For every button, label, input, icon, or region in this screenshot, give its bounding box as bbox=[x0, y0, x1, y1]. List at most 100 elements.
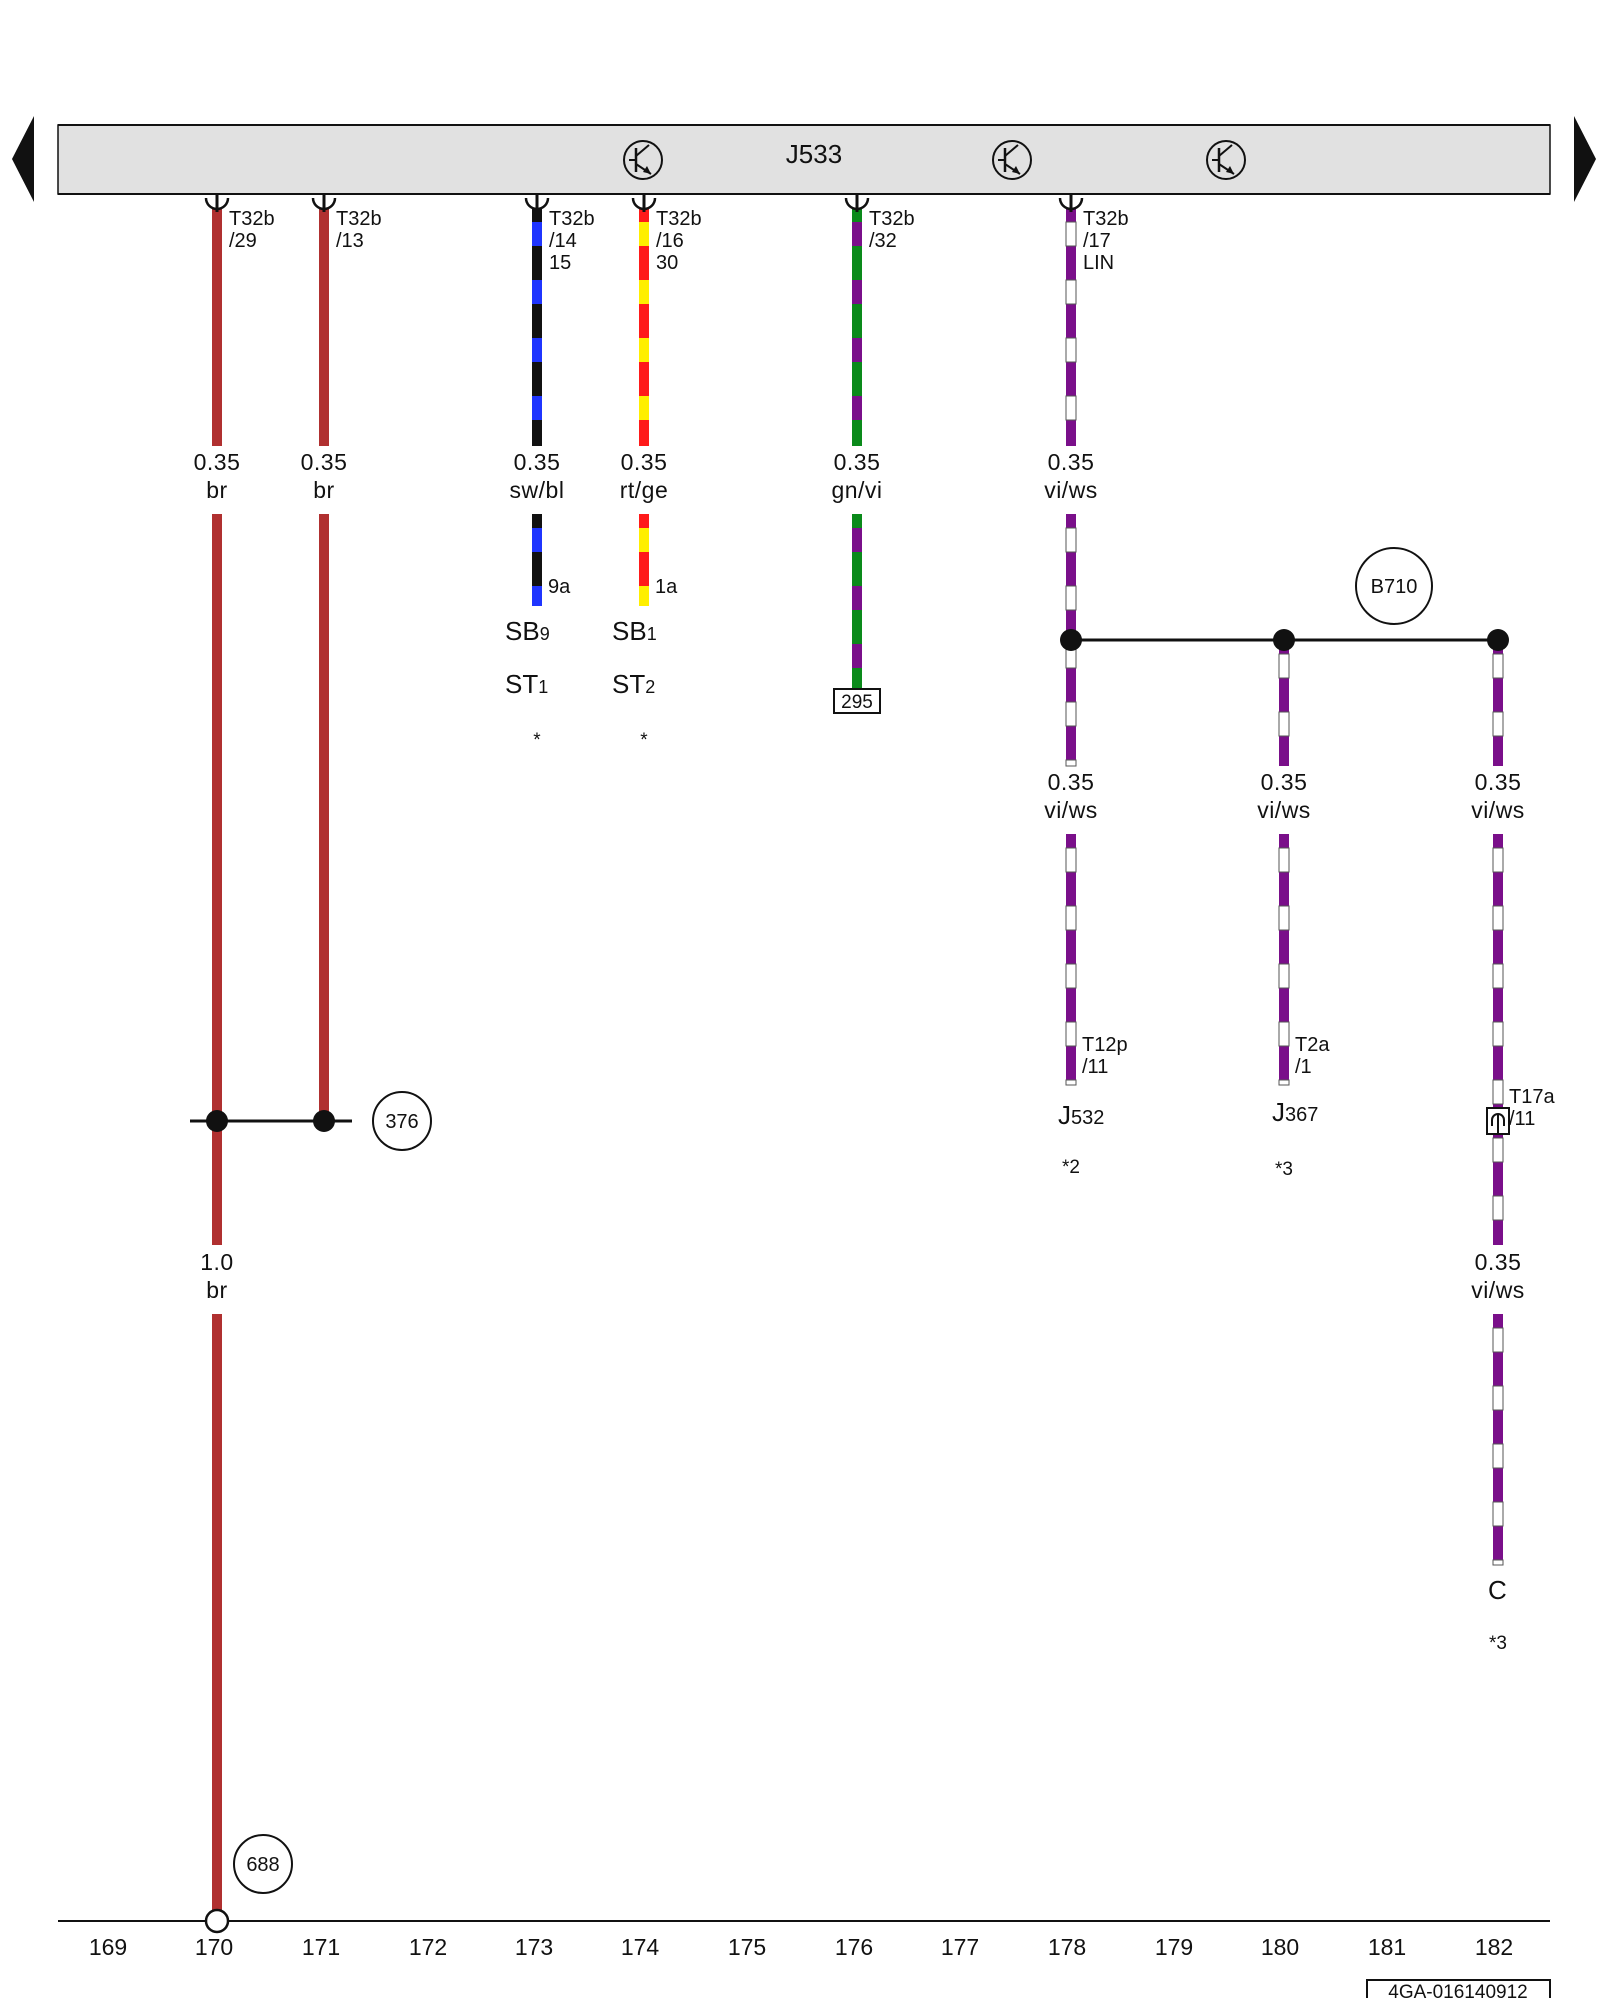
wire-segment bbox=[852, 514, 862, 689]
wire-stripe bbox=[639, 280, 649, 304]
transistor-icon bbox=[992, 140, 1032, 180]
svg-text:ST2: ST2 bbox=[612, 669, 655, 699]
svg-text:/14: /14 bbox=[549, 230, 577, 252]
wire-stripe bbox=[1492, 1385, 1504, 1411]
wire-stripe bbox=[639, 338, 649, 362]
wire-color-label: vi/ws bbox=[1044, 477, 1098, 503]
wire-stripe bbox=[1065, 905, 1077, 931]
wire-stripe bbox=[852, 528, 862, 552]
svg-text:SB9: SB9 bbox=[505, 616, 550, 646]
transistor-icon bbox=[623, 140, 663, 180]
fuse-pin-label: 1a bbox=[655, 576, 678, 598]
svg-text:T32b: T32b bbox=[229, 208, 275, 230]
svg-text:30: 30 bbox=[656, 252, 678, 274]
fuse-note: * bbox=[533, 730, 541, 751]
wire-color-label: sw/bl bbox=[510, 477, 565, 503]
plug-connector-icon bbox=[1486, 1107, 1510, 1135]
wire-size-label: 0.35 bbox=[301, 449, 348, 475]
node-376[interactable]: 376 bbox=[372, 1091, 432, 1151]
wire-color-label: br bbox=[206, 1277, 227, 1303]
connector-label: T32b bbox=[656, 208, 702, 230]
node-label: 688 bbox=[246, 1854, 279, 1876]
svg-text:J532: J532 bbox=[1058, 1100, 1104, 1130]
wire-size-label: 0.35 bbox=[1475, 769, 1522, 795]
control-unit-label: J533 bbox=[786, 139, 842, 169]
ground-terminal-icon bbox=[204, 1908, 230, 1934]
wire-stripe bbox=[1065, 701, 1077, 727]
wire-color-label: br bbox=[206, 477, 227, 503]
wire-stripe bbox=[532, 586, 542, 606]
wire-size-label: 0.35 bbox=[194, 449, 241, 475]
wire-layer bbox=[212, 208, 1504, 1921]
wire-stripe bbox=[532, 338, 542, 362]
connector-label: T32b bbox=[549, 208, 595, 230]
svg-text:T32b: T32b bbox=[336, 208, 382, 230]
wire-stripe bbox=[852, 222, 862, 246]
junction-dot bbox=[1273, 629, 1295, 651]
wire-segment bbox=[212, 208, 222, 446]
svg-text:SB1: SB1 bbox=[612, 616, 657, 646]
component-number: 532 bbox=[1071, 1107, 1104, 1129]
fuse-label: SB bbox=[505, 616, 540, 646]
connector-pin: /11 bbox=[1509, 1108, 1535, 1130]
wire-stripe bbox=[852, 644, 862, 668]
wire-color-label: vi/ws bbox=[1471, 1277, 1525, 1303]
connector-pin: /16 bbox=[656, 230, 684, 252]
grid-number: 174 bbox=[621, 1934, 660, 1960]
junction-dot bbox=[206, 1110, 228, 1132]
connector-label: T17a bbox=[1509, 1086, 1555, 1108]
node-b710[interactable]: B710 bbox=[1355, 547, 1433, 625]
fuse-holder-number: 1 bbox=[538, 677, 548, 697]
wire-stripe bbox=[639, 586, 649, 606]
grid-number: 169 bbox=[89, 1934, 127, 1960]
cross-reference-295[interactable]: 295 bbox=[833, 688, 881, 714]
wire-segment bbox=[212, 514, 222, 1121]
wire-color-label: vi/ws bbox=[1471, 797, 1525, 823]
component-note: *2 bbox=[1062, 1157, 1080, 1178]
wire-stripe bbox=[532, 222, 542, 246]
wire-stripe bbox=[1492, 1501, 1504, 1527]
grid-number: 176 bbox=[835, 1934, 873, 1960]
svg-text:/32: /32 bbox=[869, 230, 897, 252]
wire-stripe bbox=[852, 338, 862, 362]
wire-color-label: gn/vi bbox=[831, 477, 882, 503]
terminal-label: 15 bbox=[549, 252, 571, 274]
wire-stripe bbox=[639, 222, 649, 246]
wire-stripe bbox=[1492, 711, 1504, 737]
node-688[interactable]: 688 bbox=[233, 1834, 293, 1894]
node-label: B710 bbox=[1371, 576, 1418, 598]
component-note: *3 bbox=[1489, 1633, 1507, 1654]
grid-number: 177 bbox=[941, 1934, 979, 1960]
wire-stripe bbox=[1065, 1079, 1077, 1086]
wire-stripe bbox=[1278, 653, 1290, 679]
component-label: J bbox=[1272, 1097, 1285, 1127]
fuse-holder-label: ST bbox=[505, 669, 538, 699]
wire-stripe bbox=[639, 396, 649, 420]
connector-pin: /13 bbox=[336, 230, 364, 252]
connector-pin-icon bbox=[1058, 194, 1084, 212]
previous-page-arrow-icon[interactable] bbox=[12, 116, 34, 202]
grid-number: 170 bbox=[195, 1934, 233, 1960]
wire-stripe bbox=[1065, 395, 1077, 421]
wire-stripe bbox=[1065, 759, 1077, 767]
wire-stripe bbox=[1278, 963, 1290, 989]
grid-number: 171 bbox=[302, 1934, 340, 1960]
wire-stripe bbox=[1492, 1559, 1504, 1566]
component-note: *3 bbox=[1275, 1159, 1293, 1180]
fuse-labels: 9a SB9 ST1 * 1a SB1 ST2 * bbox=[505, 576, 678, 751]
connector-pin: /11 bbox=[1082, 1056, 1108, 1078]
wire-stripe bbox=[1065, 963, 1077, 989]
wire-stripe bbox=[1065, 847, 1077, 873]
wire-segment bbox=[212, 1314, 222, 1921]
document-reference: 4GA-016140912 bbox=[1366, 1979, 1551, 2000]
control-unit-j533: J533 bbox=[57, 124, 1551, 195]
wire-color-label: vi/ws bbox=[1044, 797, 1098, 823]
wire-stripe bbox=[1492, 1079, 1504, 1105]
grid-number: 181 bbox=[1368, 1934, 1406, 1960]
fuse-number: 9 bbox=[540, 624, 550, 644]
wire-stripe bbox=[1278, 711, 1290, 737]
next-page-arrow-icon[interactable] bbox=[1574, 116, 1596, 202]
wire-size-label: 0.35 bbox=[621, 449, 668, 475]
grid-number: 182 bbox=[1475, 1934, 1513, 1960]
